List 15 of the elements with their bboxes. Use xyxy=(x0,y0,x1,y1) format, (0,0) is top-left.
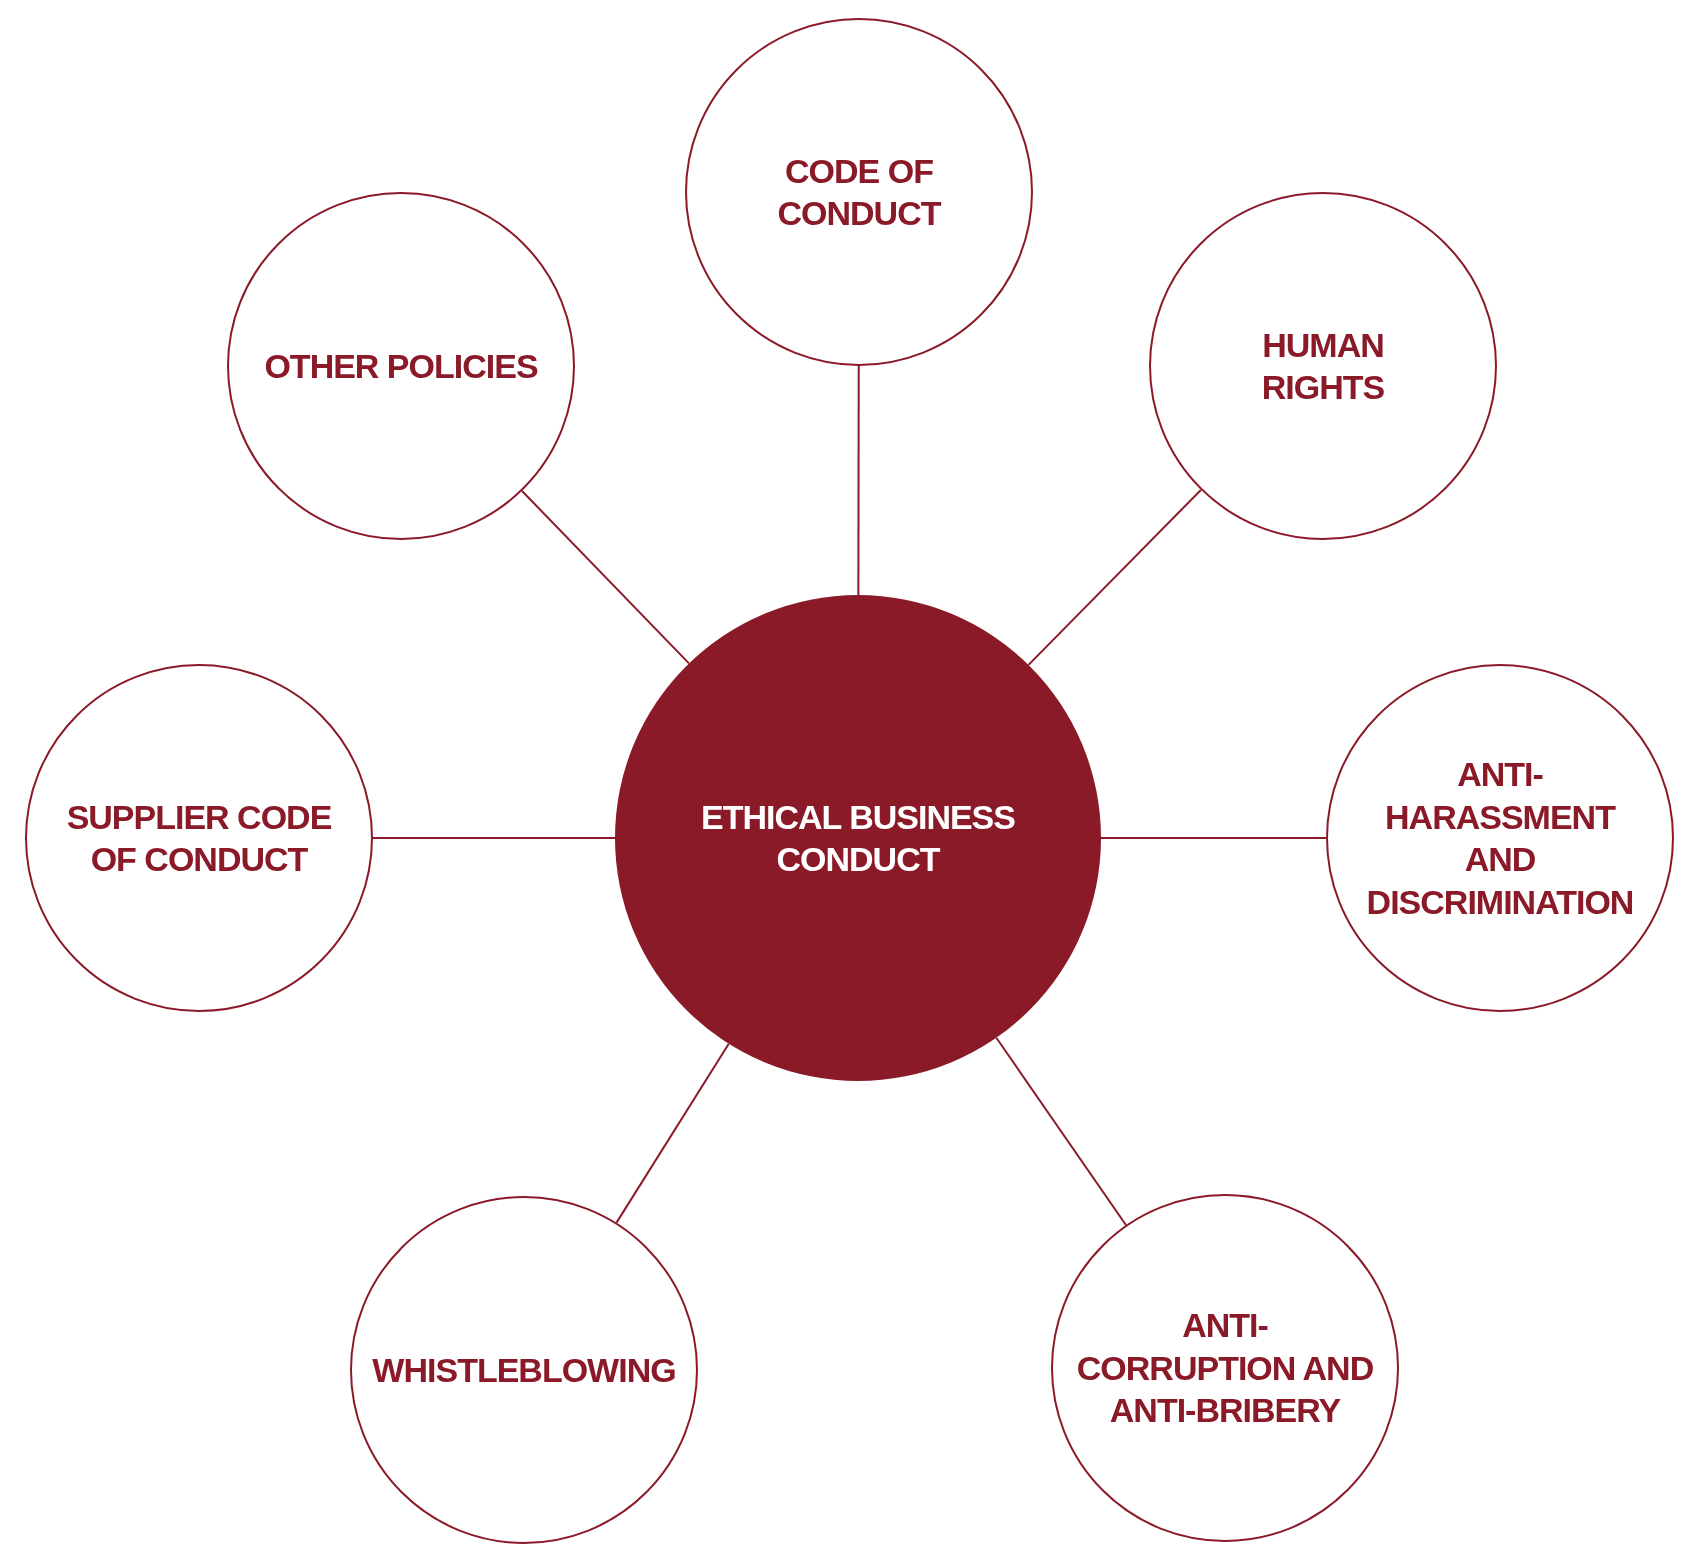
circle-label: WHISTLEBLOWING xyxy=(371,1349,677,1391)
connector-line xyxy=(1100,837,1327,839)
circle-label: SUPPLIER CODE OF CONDUCT xyxy=(65,796,333,880)
connector-line xyxy=(372,837,616,839)
circle-label: ETHICAL BUSINESS CONDUCT xyxy=(700,796,1016,880)
circle-label: ANTI-HARASSMENT AND DISCRIMINATION xyxy=(1365,754,1635,923)
connector-line xyxy=(857,365,860,596)
circle-label: ANTI-CORRUPTION AND ANTI-BRIBERY xyxy=(1075,1305,1375,1432)
circle-label: HUMAN RIGHTS xyxy=(1260,324,1386,408)
circle-label: CODE OF CONDUCT xyxy=(776,150,942,234)
connector-line xyxy=(615,1042,730,1224)
connector-line xyxy=(1027,488,1202,666)
connector-line xyxy=(521,490,690,665)
circle-label: OTHER POLICIES xyxy=(263,345,539,387)
connector-line xyxy=(995,1036,1127,1226)
